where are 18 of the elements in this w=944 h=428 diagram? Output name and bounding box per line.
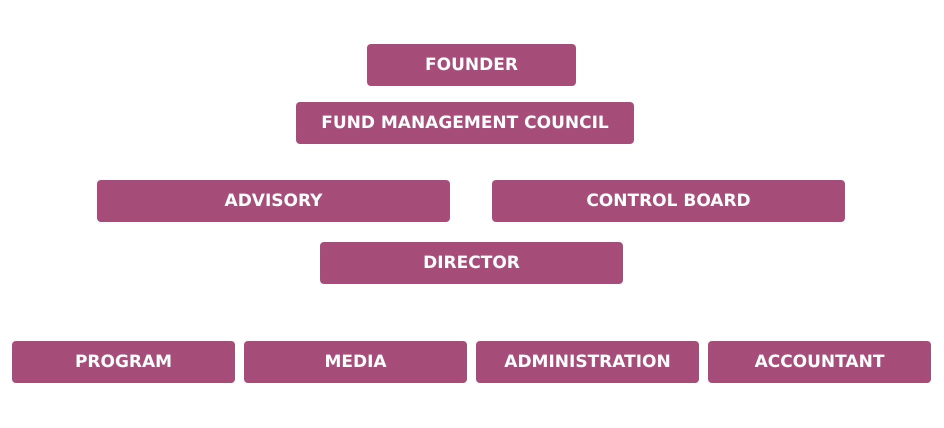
org-box [320,242,623,284]
org-box [12,341,235,383]
org-box [492,180,845,222]
org-box [244,341,467,383]
box-label: FOUNDER [425,55,518,75]
org-box [97,180,450,222]
box-label: MEDIA [324,352,387,372]
box-label: DIRECTOR [423,253,520,273]
org-box [476,341,699,383]
org-box [708,341,931,383]
box-label: PROGRAM [74,352,172,372]
box-label: ADVISORY [224,191,322,211]
org-box [296,102,634,144]
box-label: ADMINISTRATION [504,352,671,372]
box-label: ACCOUNTANT [754,352,884,372]
box-label: CONTROL BOARD [586,191,751,211]
org-box [367,44,576,86]
box-label: FUND MANAGEMENT COUNCIL [321,113,609,133]
